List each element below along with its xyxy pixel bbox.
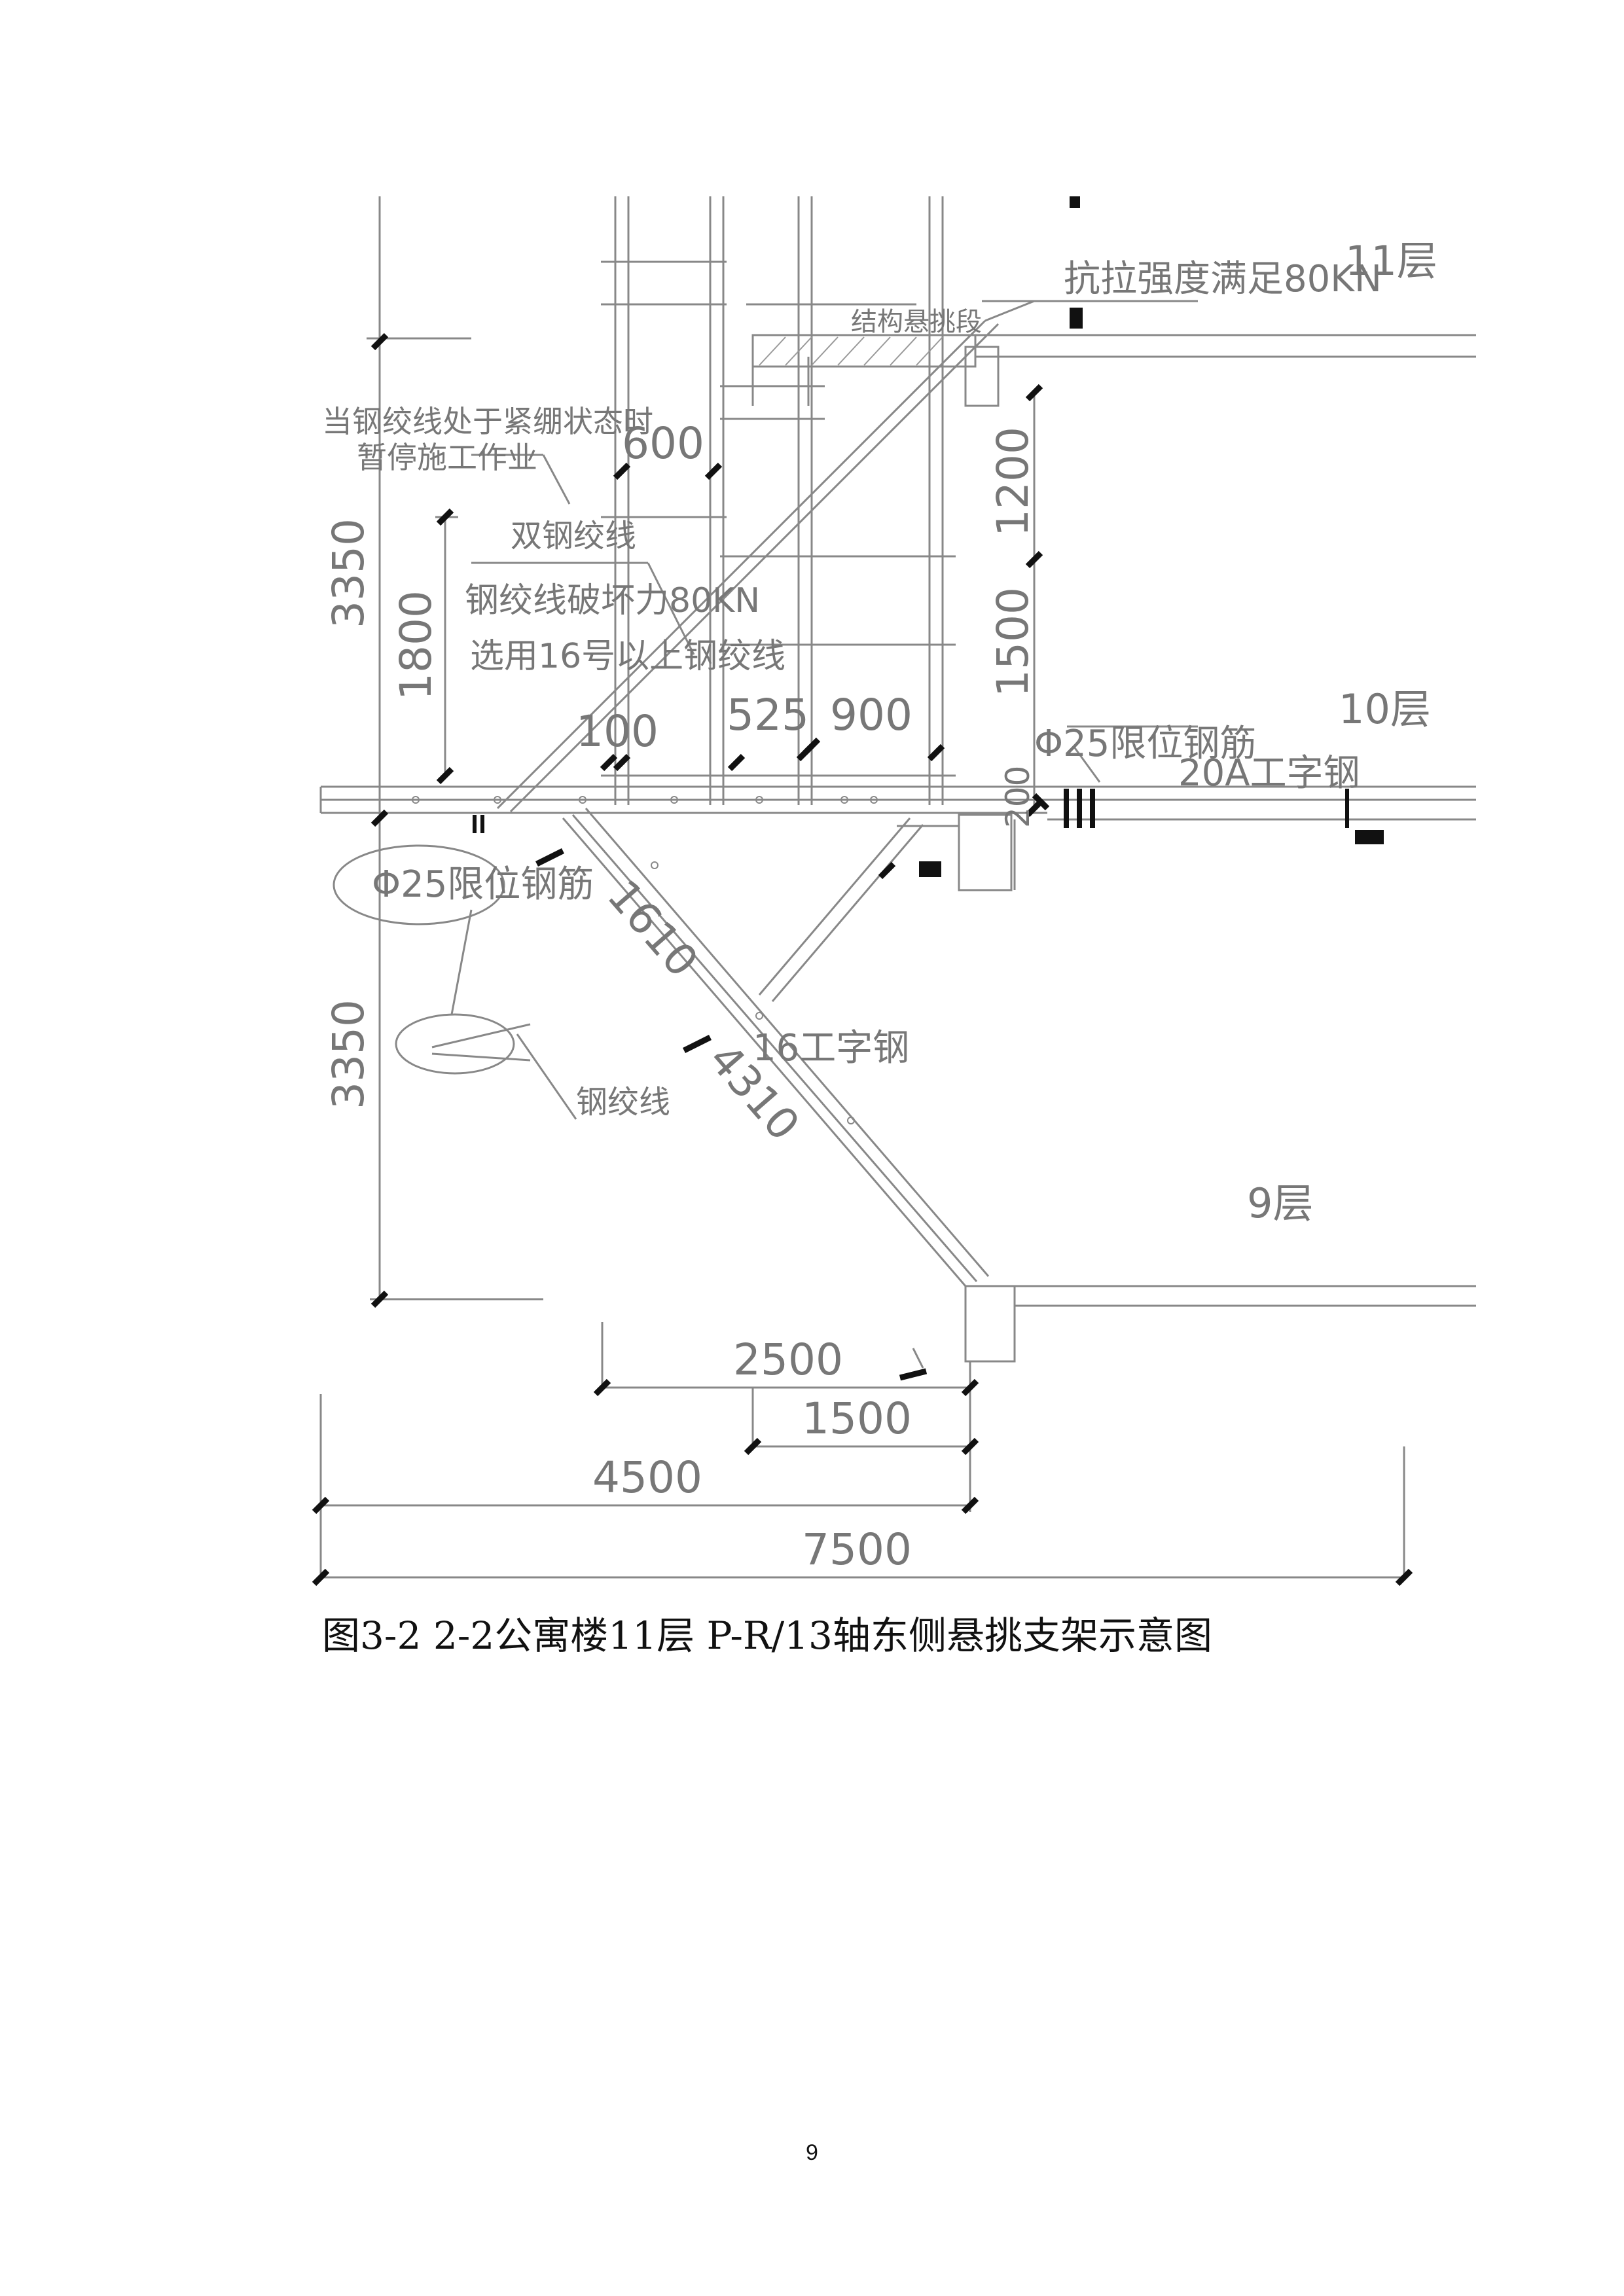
- strand-label: 钢绞线: [576, 1084, 670, 1121]
- dim-900: 900: [830, 690, 912, 740]
- dim-1200: 1200: [988, 427, 1038, 537]
- dim-1610: 1610: [598, 870, 708, 986]
- rebar-label-right: Φ25限位钢筋: [1034, 723, 1256, 765]
- floor-11-label: 11层: [1345, 237, 1437, 285]
- dim-2500: 2500: [733, 1335, 843, 1385]
- dim-525: 525: [727, 690, 809, 740]
- solid-markers: [473, 196, 1384, 877]
- dim-100: 100: [576, 706, 659, 757]
- beam-16-label: 16工字钢: [753, 1027, 909, 1069]
- double-strand-label: 双钢绞线: [511, 518, 636, 554]
- bolt-holes: [412, 796, 878, 1124]
- structure-lines: [319, 196, 1476, 1581]
- beam-20a-label: 20A工字钢: [1178, 752, 1360, 795]
- dim-4500: 4500: [592, 1452, 702, 1503]
- floor-10-label: 10层: [1339, 685, 1431, 733]
- dim-3350-top: 3350: [323, 518, 374, 628]
- dim-200: 200: [999, 766, 1037, 828]
- slab-hatching: [759, 336, 943, 366]
- dim-1500-vertical: 1500: [988, 587, 1038, 697]
- floor-9-label: 9层: [1247, 1179, 1313, 1227]
- tick-marks: [312, 332, 1413, 1587]
- page-number: 9: [806, 2140, 818, 2165]
- dim-7500: 7500: [802, 1524, 912, 1575]
- break-force-note: 钢绞线破坏力80KN: [465, 581, 760, 620]
- dim-1800: 1800: [391, 590, 441, 700]
- dim-600: 600: [622, 418, 704, 469]
- strand-selection-note: 选用16号以上钢绞线: [470, 637, 785, 676]
- structure-cantilever-note: 结构悬挑段: [851, 307, 982, 337]
- rebar-label-left: Φ25限位钢筋: [372, 863, 594, 906]
- warning-note-line1: 当钢绞线处于紧绷状态时: [322, 404, 653, 439]
- dim-3350-bottom: 3350: [323, 999, 374, 1109]
- figure-caption: 图3-2 2-2公寓楼11层 P-R/13轴东侧悬挑支架示意图: [322, 1613, 1212, 1658]
- dim-1500-horizontal: 1500: [802, 1393, 912, 1444]
- tensile-strength-note: 抗拉强度满足80KN: [1064, 258, 1382, 300]
- warning-note-line2: 暂停施工作业: [357, 440, 537, 475]
